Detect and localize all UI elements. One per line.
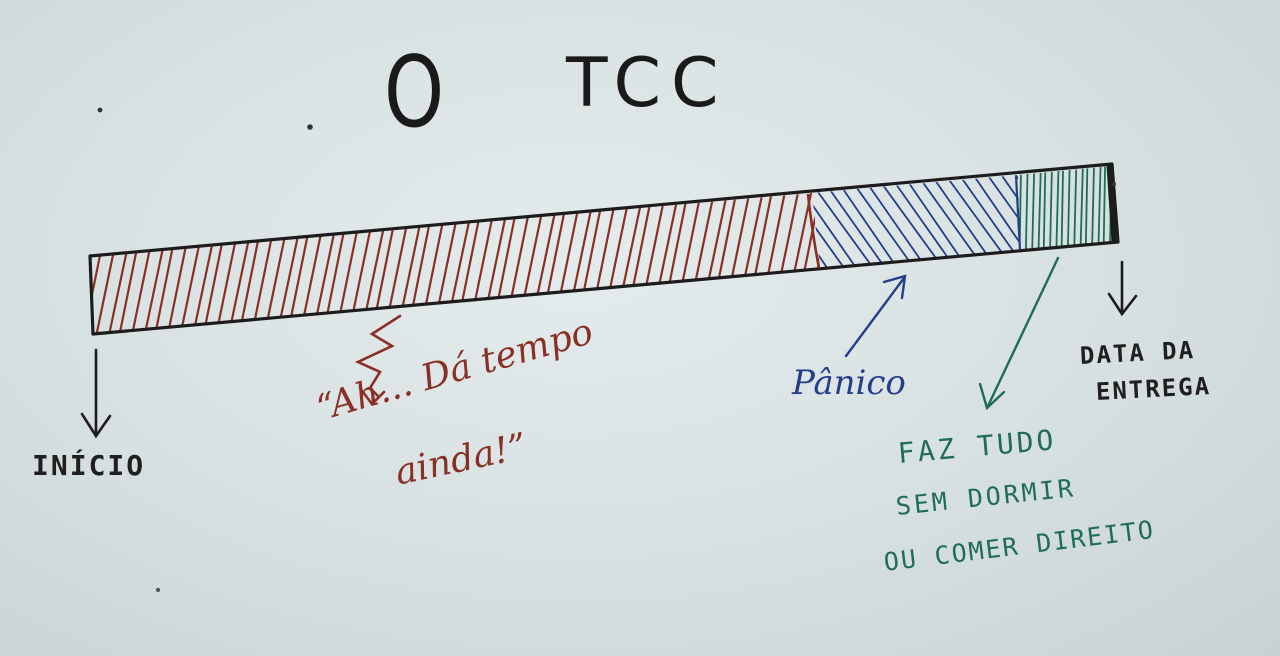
deadline-label-line1: DATA DA: [1079, 335, 1196, 370]
panic-arrow: [844, 274, 907, 358]
hatch-stroke: [90, 193, 104, 333]
hatch-stroke: [813, 193, 820, 333]
procrastination-section: [90, 193, 820, 333]
hatch-stroke: [1055, 166, 1060, 250]
title-text: TCC: [566, 44, 729, 123]
hatch-stroke: [1031, 166, 1036, 250]
hatch-stroke: [1049, 166, 1053, 250]
timeline-bar-outline: [88, 162, 1120, 336]
hatch-stroke: [1042, 166, 1047, 250]
hatch-stroke: [1102, 166, 1106, 250]
hatch-stroke: [1079, 166, 1084, 250]
hatch-stroke: [812, 175, 831, 268]
rush-arrow: [978, 256, 1060, 411]
pen-dot: [1112, 182, 1116, 186]
procrastination-squiggle-arrow: [354, 314, 402, 406]
hatch-stroke: [1066, 166, 1071, 250]
deadline-arrow: [1107, 260, 1138, 317]
hatch-stroke: [969, 175, 1020, 268]
hatch-stroke: [983, 175, 1020, 268]
timeline-end-cap: [1106, 164, 1117, 243]
hatch-stroke: [997, 175, 1020, 268]
deadline-label-line2: ENTREGA: [1095, 371, 1212, 406]
hatch-stroke: [284, 193, 320, 333]
hatch-stroke: [320, 193, 356, 333]
hatch-stroke: [1084, 166, 1089, 250]
pen-dot: [307, 124, 313, 130]
hatch-stroke: [871, 175, 947, 268]
hatch-stroke: [812, 175, 848, 268]
hatch-stroke: [488, 193, 524, 333]
procrastination-panic-divider: [806, 193, 821, 269]
pen-dot: [155, 587, 161, 593]
hatch-stroke: [404, 193, 440, 333]
panic-label: Pânico: [792, 363, 906, 403]
hatch-stroke: [1073, 166, 1078, 250]
start-label: INÍCIO: [32, 449, 146, 482]
rush-section: [1018, 166, 1113, 250]
hatch-stroke: [1037, 166, 1042, 250]
pen-dot: [97, 107, 103, 113]
hatch-stroke: [1024, 166, 1029, 250]
hatch-stroke: [885, 175, 959, 268]
panic-rush-divider: [1014, 175, 1022, 251]
hatch-stroke: [368, 193, 404, 333]
start-arrow: [80, 348, 112, 439]
hatch-stroke: [1091, 166, 1095, 250]
hatch-stroke: [1060, 166, 1064, 250]
hatch-stroke: [1097, 166, 1102, 250]
hatch-stroke: [812, 175, 860, 268]
title-number: O: [384, 36, 445, 150]
hatch-stroke: [452, 193, 488, 333]
